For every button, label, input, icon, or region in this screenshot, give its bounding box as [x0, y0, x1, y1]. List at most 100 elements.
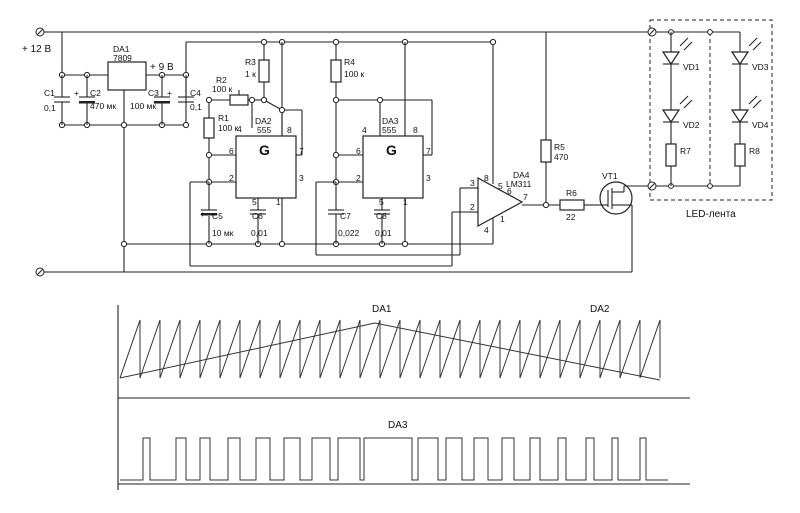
svg-text:100 к: 100 к — [344, 69, 365, 79]
resistor-r6: R6 22 — [559, 188, 600, 222]
svg-text:555: 555 — [257, 125, 271, 135]
svg-text:C8: C8 — [376, 211, 387, 221]
svg-text:0,01: 0,01 — [375, 228, 392, 238]
resistor-r1: R1 100 к — [203, 113, 239, 139]
resistor-r4: R4 100 к — [330, 57, 365, 83]
da2-wiring — [120, 38, 470, 267]
transistor-vt1: VT1 — [599, 171, 650, 272]
svg-text:VD3: VD3 — [752, 62, 769, 72]
svg-text:1 к: 1 к — [245, 69, 256, 79]
timer-da2: G DA2 555 6 2 4 8 7 3 1 5 — [229, 116, 304, 207]
svg-text:R4: R4 — [344, 57, 355, 67]
svg-text:DA3: DA3 — [382, 116, 399, 126]
svg-text:1: 1 — [276, 197, 281, 207]
svg-text:+: + — [200, 209, 205, 219]
svg-text:4: 4 — [237, 124, 242, 134]
svg-text:VD2: VD2 — [683, 120, 700, 130]
svg-text:C3: C3 — [148, 88, 159, 98]
timer-da3: G DA3 555 6 2 4 8 7 3 1 5 — [356, 116, 431, 207]
svg-text:C7: C7 — [340, 211, 351, 221]
svg-text:0,01: 0,01 — [251, 228, 268, 238]
svg-text:100 к: 100 к — [212, 84, 233, 94]
svg-text:VD4: VD4 — [752, 120, 769, 130]
svg-text:100 к: 100 к — [218, 123, 239, 133]
svg-text:6: 6 — [229, 146, 234, 156]
plus12-label: + 12 В — [22, 44, 52, 55]
svg-text:6: 6 — [356, 146, 361, 156]
svg-text:R2: R2 — [216, 75, 227, 85]
svg-text:C4: C4 — [190, 88, 201, 98]
svg-text:R6: R6 — [566, 188, 577, 198]
svg-text:VT1: VT1 — [602, 171, 618, 181]
svg-text:R1: R1 — [218, 113, 229, 123]
svg-text:DA2: DA2 — [255, 116, 272, 126]
svg-text:470 мк: 470 мк — [90, 101, 116, 111]
svg-text:VD1: VD1 — [683, 62, 700, 72]
svg-text:5: 5 — [252, 197, 257, 207]
da2-func: G — [259, 142, 270, 158]
svg-text:+: + — [74, 88, 79, 98]
regulator-da1: DA1 7809 — [107, 44, 147, 91]
svg-text:0,1: 0,1 — [190, 102, 202, 112]
plus9-label: + 9 В — [150, 62, 174, 73]
capacitor-c1: C1 0,1 — [44, 75, 70, 125]
svg-text:470: 470 — [554, 152, 568, 162]
da1-ref: DA1 — [113, 44, 130, 54]
comparator-da4: DA4 LM311 3 2 8 5 6 7 4 1 — [452, 32, 560, 245]
resistor-r2: R2 100 к — [212, 75, 249, 106]
svg-text:7: 7 — [426, 146, 431, 156]
capacitor-c7: C7 0,022 — [328, 209, 360, 244]
svg-text:6: 6 — [507, 186, 512, 196]
svg-text:0,022: 0,022 — [338, 228, 360, 238]
waveform-da1-triangle — [119, 322, 661, 381]
svg-text:8: 8 — [484, 173, 489, 183]
waveform-label-da1: DA1 — [372, 304, 392, 315]
led-strip-label: LED-лента — [686, 209, 736, 220]
svg-text:5: 5 — [498, 181, 503, 191]
resistor-r3: R3 1 к — [245, 57, 270, 83]
svg-text:LM311: LM311 — [506, 179, 532, 189]
svg-text:3: 3 — [426, 173, 431, 183]
svg-text:7: 7 — [523, 192, 528, 202]
capacitor-c4: C4 0,1 — [178, 75, 202, 112]
svg-text:DA4: DA4 — [513, 170, 530, 180]
svg-text:8: 8 — [413, 125, 418, 135]
da1-part: 7809 — [113, 53, 132, 63]
svg-text:555: 555 — [382, 125, 396, 135]
svg-text:C5: C5 — [212, 211, 223, 221]
svg-text:100 мк: 100 мк — [130, 101, 156, 111]
svg-text:R3: R3 — [245, 57, 256, 67]
svg-text:2: 2 — [470, 202, 475, 212]
svg-text:2: 2 — [229, 173, 234, 183]
resistor-r5: R5 470 — [540, 139, 568, 163]
capacitor-c3: + C3 100 мк — [130, 75, 172, 125]
capacitor-c2: + C2 470 мк — [74, 75, 116, 125]
capacitor-c8: C8 0,01 — [374, 209, 392, 244]
waveform-label-da3: DA3 — [388, 420, 408, 431]
svg-text:1: 1 — [500, 214, 505, 224]
svg-text:22: 22 — [566, 212, 576, 222]
waveform-da3-pwm — [120, 437, 668, 481]
svg-text:8: 8 — [287, 125, 292, 135]
svg-text:R7: R7 — [680, 146, 691, 156]
da3-func: G — [386, 142, 397, 158]
svg-text:4: 4 — [484, 225, 489, 235]
waveform-panel: DA1 DA2 DA3 — [117, 304, 690, 490]
svg-text:4: 4 — [362, 125, 367, 135]
led-strip: LED-лента VD1 VD2 R7 — [647, 19, 773, 220]
svg-text:0,1: 0,1 — [44, 103, 56, 113]
capacitor-c5: + C5 10 мк — [200, 209, 234, 244]
capacitor-c6: C6 0,01 — [250, 209, 268, 244]
da3-wiring — [315, 38, 470, 256]
svg-text:R8: R8 — [749, 146, 760, 156]
waveform-da2-sawtooth — [119, 319, 661, 379]
svg-text:C6: C6 — [252, 211, 263, 221]
svg-text:C1: C1 — [44, 88, 55, 98]
svg-text:3: 3 — [299, 173, 304, 183]
waveform-label-da2: DA2 — [590, 304, 610, 315]
svg-text:C2: C2 — [90, 88, 101, 98]
svg-text:R5: R5 — [554, 142, 565, 152]
svg-text:+: + — [167, 88, 172, 98]
svg-text:3: 3 — [470, 178, 475, 188]
